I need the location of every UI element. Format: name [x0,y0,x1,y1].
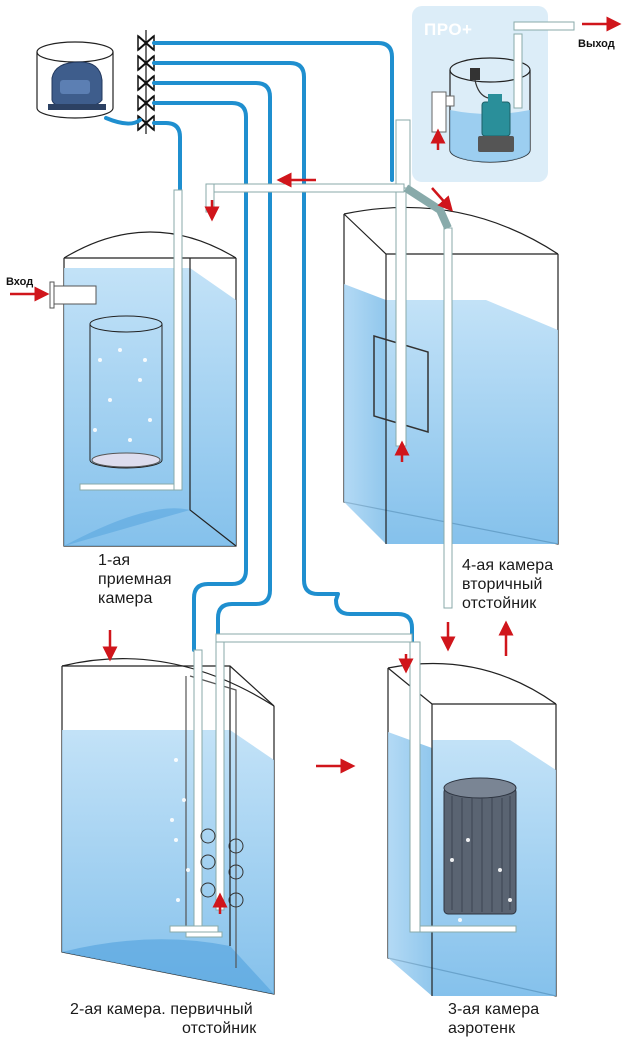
chamber-3-line-2: аэротенк [448,1020,516,1037]
chamber-1-line-2: приемная [98,571,172,588]
pro-module [395,6,575,189]
chamber-3-label: 3-ая камера аэротенк [448,1000,539,1038]
chamber-1-label: 1-ая приемная камера [98,551,172,608]
chamber-4-label: 4-ая камера вторичный отстойник [462,556,553,613]
outlet-label: Выход [578,38,615,50]
chamber-4-line-3: отстойник [462,595,537,612]
chamber-2-line-1: 2-ая камера. первичный [70,1001,253,1018]
tank-4-secondary [343,184,559,609]
aeration-bubbles-icon [93,348,152,442]
chamber-4-line-1: 4-ая камера [462,557,554,574]
air-pipes [104,41,414,654]
biofilter-load-icon [443,777,517,915]
chamber-2-line-2: отстойник [182,1020,257,1037]
chamber-1-line-3: камера [98,590,153,607]
tank-3-aerotank [387,641,557,997]
flow-arrows [10,16,622,914]
tank-2-primary [61,633,413,995]
chamber-4-line-2: вторичный [462,576,543,593]
valve-manifold [137,30,155,134]
aeration-bubbles-icon [170,758,190,902]
chamber-2-label: 2-ая камера. первичный отстойник [70,1000,256,1038]
chamber-3-line-1: 3-ая камера [448,1001,540,1018]
tank-1-receiving [49,189,237,547]
pro-module-label: ПРО+ [424,20,473,39]
submersible-pump-icon [470,68,514,152]
air-compressor-icon [36,41,114,119]
inlet-label: Вход [6,276,34,288]
chamber-1-line-1: 1-ая [98,552,131,569]
